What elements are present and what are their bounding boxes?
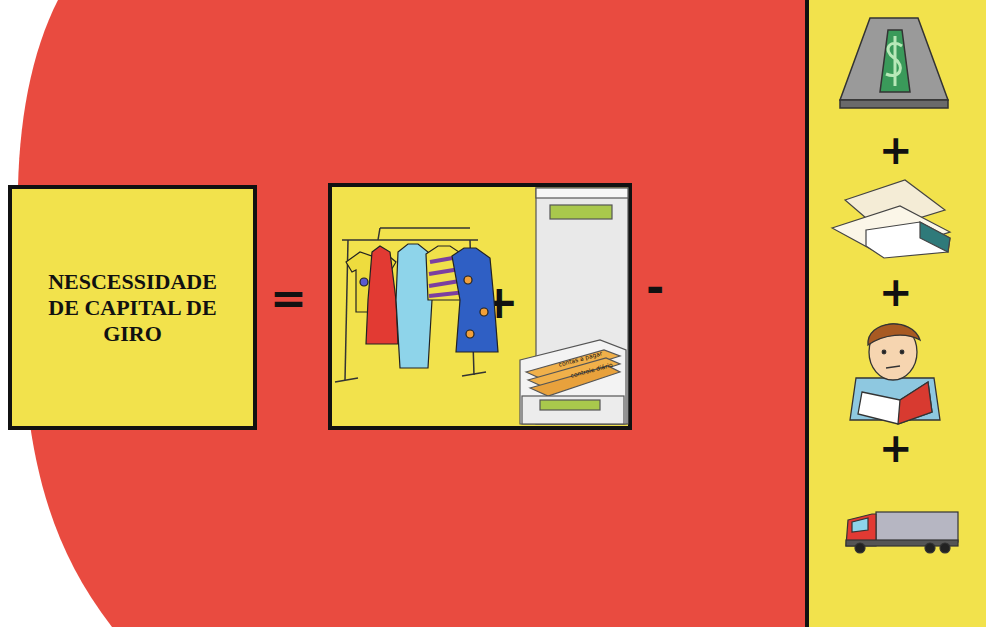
- operator-sign: -: [646, 266, 664, 310]
- box-heading: NESCESSIDADE DE CAPITAL DE GIRO: [12, 189, 253, 426]
- plus-sign: +: [879, 130, 913, 170]
- operator-sign: =: [270, 276, 307, 320]
- title-box: NESCESSIDADE DE CAPITAL DE GIRO: [8, 185, 257, 430]
- plus-sign: +: [879, 428, 913, 468]
- assets-box: +: [328, 183, 632, 430]
- plus-sign: +: [879, 272, 913, 312]
- liabilities-panel: + + +: [805, 0, 986, 627]
- plus-sign: +: [480, 279, 519, 325]
